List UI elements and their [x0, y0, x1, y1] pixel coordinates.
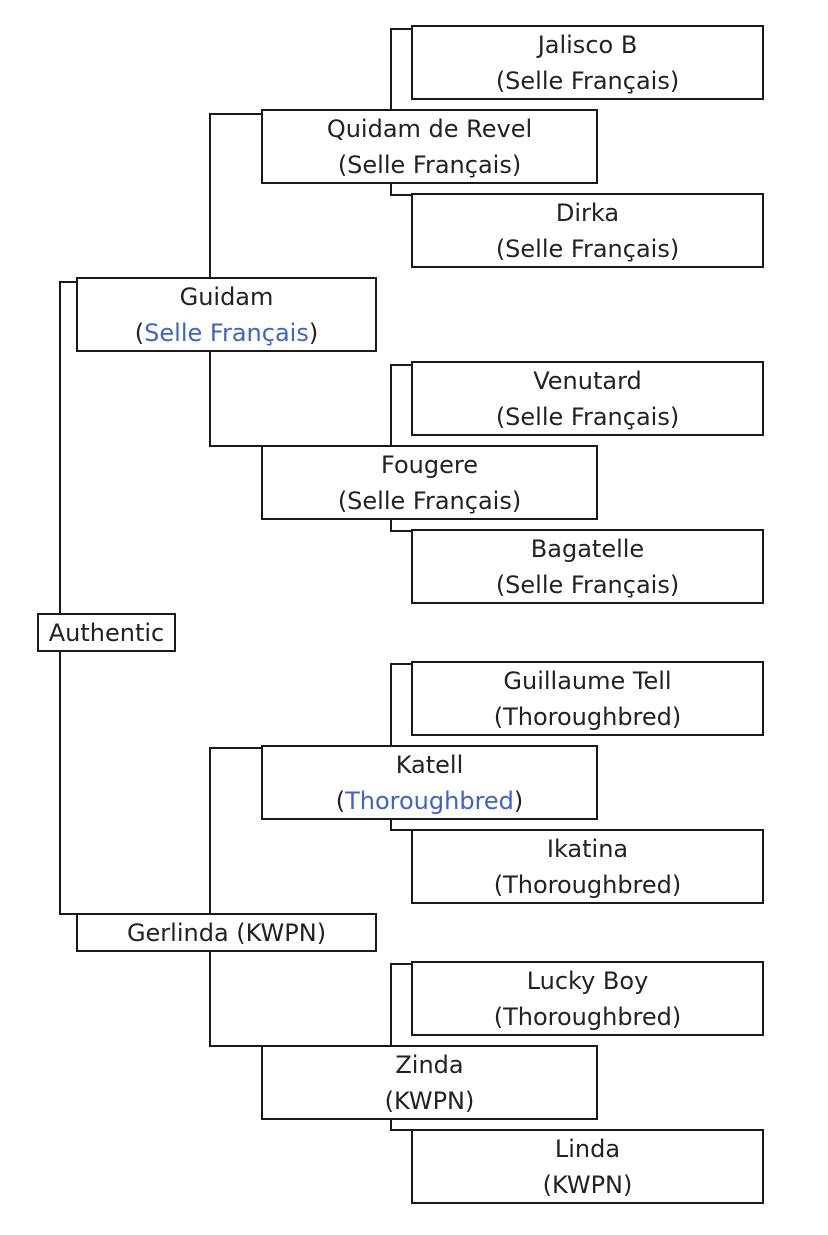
connector-gp3-top [390, 663, 412, 665]
horse-name: Lucky Boy [526, 966, 649, 995]
horse-box-sire-dam: Fougere (Selle Français) [261, 445, 598, 520]
horse-name: Ikatina [546, 834, 629, 863]
connector-dam-to-dam-dam [209, 1045, 262, 1047]
horse-box-dam: Gerlinda (KWPN) [76, 913, 377, 952]
horse-box-ggp-2: Dirka (Selle Français) [411, 193, 764, 268]
horse-name: Fougere [381, 450, 478, 479]
connector-sire-to-sire-dam [209, 445, 262, 447]
horse-box-ggp-7: Lucky Boy (Thoroughbred) [411, 961, 764, 1036]
horse-box-ggp-5: Guillaume Tell (Thoroughbred) [411, 661, 764, 736]
connector-dam-to-dam-sire [209, 747, 262, 749]
horse-name: Guidam [179, 282, 274, 311]
connector-gp3-bottom [390, 829, 412, 831]
horse-name: Linda [554, 1134, 621, 1163]
horse-box-sire: Guidam (Selle Français) [76, 277, 377, 352]
connector-sire-to-sire-sire [209, 113, 262, 115]
horse-name: Zinda [395, 1050, 464, 1079]
horse-name: Jalisco B [537, 30, 638, 59]
horse-breed: (Selle Français) [495, 66, 680, 95]
horse-breed: (Thoroughbred) [493, 1002, 682, 1031]
horse-breed: (Selle Français) [495, 402, 680, 431]
connector-gp1-bottom [390, 194, 412, 196]
horse-breed: (Selle Français) [337, 150, 522, 179]
horse-breed: (Selle Français) [495, 570, 680, 599]
horse-breed: (KWPN) [384, 1086, 475, 1115]
horse-breed: (Selle Français) [337, 486, 522, 515]
horse-name: Venutard [533, 366, 642, 395]
horse-name: Dirka [555, 198, 620, 227]
horse-breed: (KWPN) [542, 1170, 633, 1199]
connector-dam-vertical [209, 747, 211, 1047]
breed-link-selle-francais[interactable]: Selle Français [144, 318, 309, 347]
horse-name: Authentic [48, 618, 165, 647]
horse-name: Katell [395, 750, 464, 779]
connector-root-to-dam [59, 913, 77, 915]
connector-gp2-bottom [390, 530, 412, 532]
connector-gp2-top [390, 364, 412, 366]
horse-box-ggp-3: Venutard (Selle Français) [411, 361, 764, 436]
connector-root-to-sire [59, 281, 77, 283]
horse-box-ggp-4: Bagatelle (Selle Français) [411, 529, 764, 604]
horse-name: Guillaume Tell [503, 666, 672, 695]
horse-box-ggp-1: Jalisco B (Selle Français) [411, 25, 764, 100]
breed-link-thoroughbred[interactable]: Thoroughbred [345, 786, 514, 815]
connector-gp1-top [390, 28, 412, 30]
connector-gp4-top [390, 963, 412, 965]
horse-breed: (Selle Français) [134, 318, 319, 347]
horse-box-dam-dam: Zinda (KWPN) [261, 1045, 598, 1120]
horse-box-authentic: Authentic [37, 613, 176, 652]
horse-name: Gerlinda (KWPN) [126, 918, 327, 947]
horse-breed: (Selle Français) [495, 234, 680, 263]
connector-root-vertical [59, 281, 61, 915]
connector-gp4-bottom [390, 1129, 412, 1131]
horse-name: Quidam de Revel [326, 114, 533, 143]
horse-breed: (Thoroughbred) [493, 870, 682, 899]
horse-box-dam-sire: Katell (Thoroughbred) [261, 745, 598, 820]
horse-box-sire-sire: Quidam de Revel (Selle Français) [261, 109, 598, 184]
horse-breed: (Thoroughbred) [493, 702, 682, 731]
horse-box-ggp-8: Linda (KWPN) [411, 1129, 764, 1204]
horse-name: Bagatelle [530, 534, 645, 563]
horse-box-ggp-6: Ikatina (Thoroughbred) [411, 829, 764, 904]
horse-breed: (Thoroughbred) [335, 786, 524, 815]
